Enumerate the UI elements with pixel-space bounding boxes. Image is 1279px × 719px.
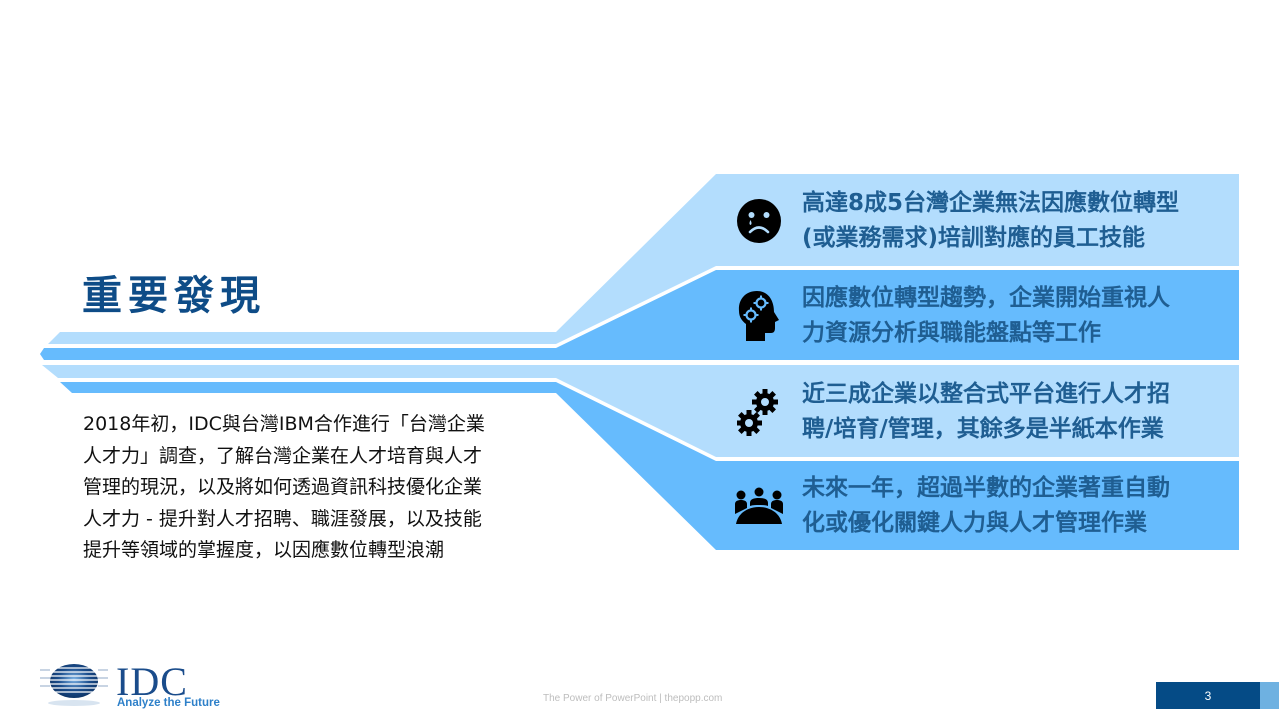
finding-3-line-2: 聘/培育/管理，其餘多是半紙本作業	[802, 416, 1164, 442]
gears-icon	[724, 382, 794, 442]
band-2	[40, 270, 1239, 360]
band-3	[42, 365, 1239, 457]
finding-3-line-1: 近三成企業以整合式平台進行人才招	[802, 381, 1170, 407]
head-gears-icon	[724, 286, 794, 346]
intro-line: 2018年初，IDC與台灣IBM合作進行「台灣企業	[83, 413, 485, 435]
finding-1-line-2: (或業務需求)培訓對應的員工技能	[802, 225, 1146, 251]
team-meeting-icon	[724, 476, 794, 536]
slide-title: 重要發現	[82, 273, 266, 319]
intro-line: 人才力」調查，了解台灣企業在人才培育與人才	[83, 444, 483, 467]
intro-line: 管理的現況，以及將如何透過資訊科技優化企業	[83, 476, 483, 498]
finding-2: 因應數位轉型趨勢，企業開始重視人 力資源分析與職能盤點等工作	[724, 271, 1239, 361]
page-number: 3	[1156, 682, 1260, 709]
finding-3: 近三成企業以整合式平台進行人才招 聘/培育/管理，其餘多是半紙本作業	[724, 367, 1239, 457]
finding-1: 高達8成5台灣企業無法因應數位轉型 (或業務需求)培訓對應的員工技能	[724, 176, 1239, 266]
finding-2-line-1: 因應數位轉型趨勢，企業開始重視人	[802, 285, 1170, 311]
sad-face-icon	[724, 191, 794, 251]
finding-4: 未來一年，超過半數的企業著重自動 化或優化關鍵人力與人才管理作業	[724, 461, 1239, 551]
finding-2-line-2: 力資源分析與職能盤點等工作	[802, 320, 1101, 346]
idc-tagline: Analyze the Future	[117, 697, 220, 709]
intro-paragraph: 2018年初，IDC與台灣IBM合作進行「台灣企業 人才力」調查，了解台灣企業在…	[83, 409, 543, 567]
band-4	[60, 382, 1239, 550]
intro-line: 人才力 - 提升對人才招聘、職涯發展，以及技能	[83, 507, 482, 530]
finding-1-line-1: 高達8成5台灣企業無法因應數位轉型	[802, 190, 1180, 216]
intro-line: 提升等領域的掌握度，以因應數位轉型浪潮	[83, 539, 445, 561]
idc-logo: IDC Analyze the Future	[38, 659, 238, 712]
band-1	[48, 174, 1239, 344]
idc-globe-icon	[38, 664, 110, 706]
finding-4-line-2: 化或優化關鍵人力與人才管理作業	[802, 510, 1147, 536]
footer-credit: The Power of PowerPoint | thepopp.com	[543, 693, 723, 704]
page-number-accent	[1260, 682, 1279, 709]
idc-logo-text: IDC	[116, 659, 188, 704]
finding-4-line-1: 未來一年，超過半數的企業著重自動	[802, 475, 1170, 501]
